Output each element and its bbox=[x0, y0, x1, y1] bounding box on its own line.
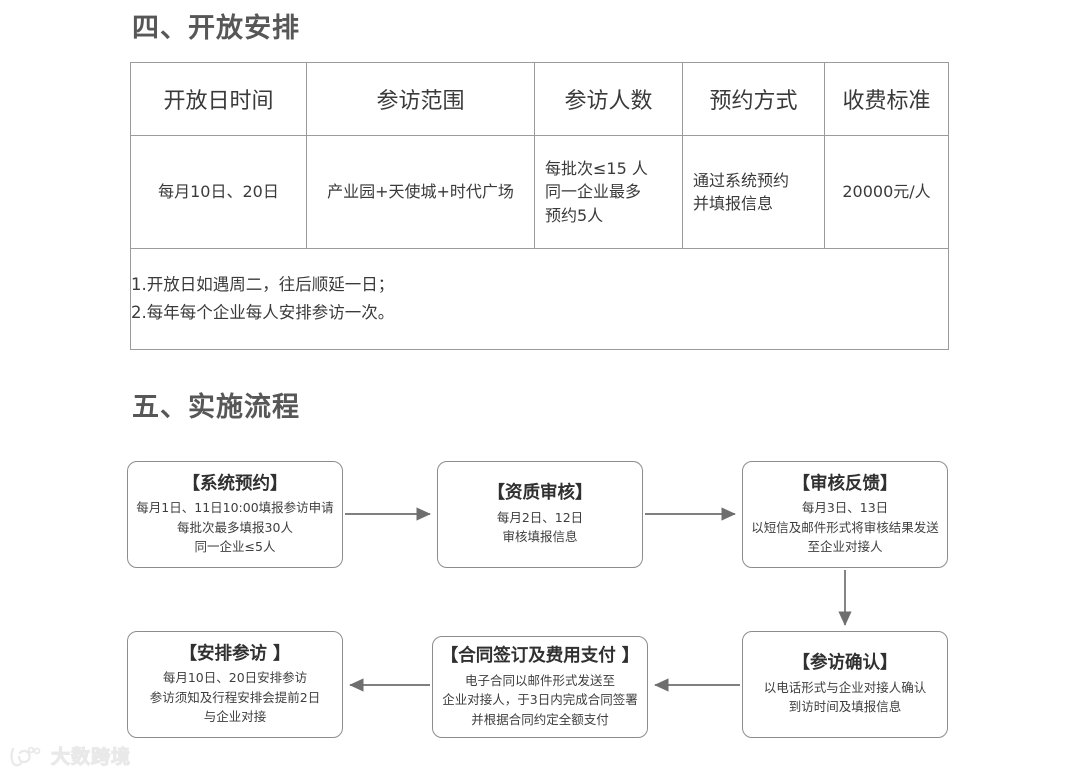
flow-node-line: 企业对接人，于3日内完成合同签署 bbox=[442, 692, 638, 708]
flow-node-line: 每月2日、12日 bbox=[496, 510, 584, 525]
schedule-table: 开放日时间 参访范围 参访人数 预约方式 收费标准 每月10日、20日 产业园+… bbox=[130, 62, 949, 350]
flow-node-confirm[interactable]: 【参访确认】 以电话形式与企业对接人确认 到访时间及填报信息 bbox=[742, 631, 948, 738]
cell-line: 每批次≤15 人 bbox=[545, 159, 648, 179]
watermark-text: 大数跨境 bbox=[50, 746, 132, 769]
flow-node-line: 与企业对接 bbox=[203, 709, 267, 725]
cell-line: 通过系统预约 bbox=[693, 170, 790, 190]
cell-line: 20000元/人 bbox=[842, 182, 931, 202]
cell-line: 同一企业最多 bbox=[545, 182, 642, 202]
flow-node-contract[interactable]: 【合同签订及费用支付 】 电子合同以邮件形式发送至 企业对接人，于3日内完成合同… bbox=[432, 636, 648, 738]
flow-node-line: 每月3日、13日 bbox=[801, 500, 889, 516]
watermark: 大数跨境 bbox=[10, 742, 131, 769]
cell-line: 每月10日、20日 bbox=[158, 182, 279, 202]
note-line-2: 2.每年每个企业每人安排参访一次。 bbox=[131, 303, 395, 322]
flow-node-arrange[interactable]: 【安排参访 】 每月10日、20日安排参访 参访须知及行程安排会提前2日 与企业… bbox=[127, 631, 343, 738]
cell-booking-method: 通过系统预约 并填报信息 bbox=[682, 135, 825, 249]
table-row: 每月10日、20日 产业园+天使城+时代广场 每批次≤15 人 同一企业最多 预… bbox=[130, 135, 949, 249]
flow-node-line: 审核填报信息 bbox=[502, 529, 578, 545]
cell-line: 预约5人 bbox=[545, 205, 604, 225]
table-header-open-day-time: 开放日时间 bbox=[130, 62, 307, 136]
flow-node-line: 每批次最多填报30人 bbox=[177, 519, 293, 535]
cell-visit-headcount: 每批次≤15 人 同一企业最多 预约5人 bbox=[534, 135, 683, 249]
note-line-1: 1.开放日如遇周二，往后顺延一日； bbox=[131, 274, 395, 294]
flow-node-title: 【参访确认】 bbox=[792, 653, 898, 674]
flow-node-line: 同一企业≤5人 bbox=[194, 539, 276, 555]
flow-node-line: 每月10日、20日安排参访 bbox=[162, 670, 308, 686]
table-header-visit-headcount: 参访人数 bbox=[534, 62, 683, 136]
table-header-visit-scope: 参访范围 bbox=[306, 62, 535, 136]
flow-node-line: 参访须知及行程安排会提前2日 bbox=[149, 689, 321, 705]
cell-open-day-time: 每月10日、20日 bbox=[130, 135, 307, 249]
flow-node-line: 每月1日、11日10:00填报参访申请 bbox=[136, 500, 334, 516]
cell-line: 并填报信息 bbox=[693, 194, 774, 213]
section-heading-five: 五、实施流程 bbox=[132, 392, 300, 423]
schedule-table-container: 开放日时间 参访范围 参访人数 预约方式 收费标准 每月10日、20日 产业园+… bbox=[130, 62, 949, 350]
table-header-fee-standard: 收费标准 bbox=[824, 62, 949, 136]
flow-node-line: 到访时间及填报信息 bbox=[788, 699, 902, 715]
cell-fee-standard: 20000元/人 bbox=[824, 135, 949, 249]
flow-node-line: 并根据合同约定全额支付 bbox=[471, 711, 609, 727]
flow-node-line: 电子合同以邮件形式发送至 bbox=[464, 672, 615, 688]
flow-node-line: 以短信及邮件形式将审核结果发送 bbox=[751, 519, 939, 535]
flow-node-line: 至企业对接人 bbox=[807, 539, 883, 555]
flow-node-line: 以电话形式与企业对接人确认 bbox=[763, 680, 927, 695]
section-heading-four: 四、开放安排 bbox=[132, 13, 300, 44]
logo-mark-icon bbox=[10, 746, 41, 766]
flow-node-feedback[interactable]: 【审核反馈】 每月3日、13日 以短信及邮件形式将审核结果发送 至企业对接人 bbox=[742, 461, 948, 568]
flow-node-title: 【安排参访 】 bbox=[179, 643, 291, 664]
flow-node-title: 【资质审核】 bbox=[487, 483, 593, 504]
table-notes-row: 1.开放日如遇周二，往后顺延一日； 2.每年每个企业每人安排参访一次。 bbox=[130, 248, 949, 350]
cell-line: 产业园+天使城+时代广场 bbox=[327, 182, 514, 202]
table-notes-cell: 1.开放日如遇周二，往后顺延一日； 2.每年每个企业每人安排参访一次。 bbox=[130, 248, 949, 350]
cell-visit-scope: 产业园+天使城+时代广场 bbox=[306, 135, 535, 249]
table-header-booking-method: 预约方式 bbox=[682, 62, 825, 136]
flow-node-title: 【系统预约】 bbox=[182, 473, 288, 494]
table-header-row: 开放日时间 参访范围 参访人数 预约方式 收费标准 bbox=[130, 62, 949, 136]
flow-node-qualification[interactable]: 【资质审核】 每月2日、12日 审核填报信息 bbox=[437, 461, 643, 568]
flow-node-title: 【审核反馈】 bbox=[792, 473, 898, 494]
flow-node-sys-booking[interactable]: 【系统预约】 每月1日、11日10:00填报参访申请 每批次最多填报30人 同一… bbox=[127, 461, 343, 568]
flow-node-title: 【合同签订及费用支付 】 bbox=[440, 646, 640, 667]
